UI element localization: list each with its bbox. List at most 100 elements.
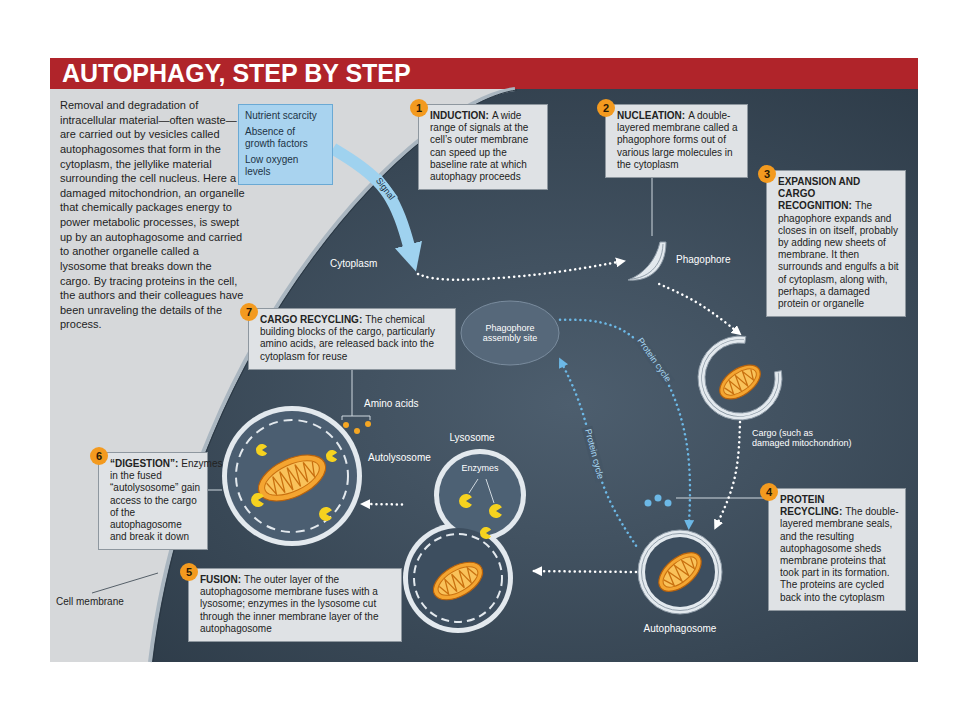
step-text: CARGO RECYCLING:The chemical building bl… xyxy=(260,314,449,363)
autolysosome-membrane xyxy=(222,406,362,546)
part-label: Cell membrane xyxy=(56,596,124,608)
phagophore-membrane xyxy=(628,242,666,280)
mitochondrion xyxy=(652,545,708,599)
membrane-layer xyxy=(631,244,663,279)
enzyme xyxy=(489,504,502,518)
stage-illustration xyxy=(696,334,784,422)
step-box: 7CARGO RECYCLING:The chemical building b… xyxy=(248,308,456,370)
connector xyxy=(560,359,636,545)
stage-label: Cargo (such as damaged mitochondrion) xyxy=(752,428,852,449)
mitochondrion-inner xyxy=(719,364,760,401)
stage-illustration xyxy=(624,238,668,284)
cristae xyxy=(722,366,757,397)
step-heading: “DIGESTION”: xyxy=(110,458,178,469)
step-box: 2NUCLEATION:A double-layered membrane ca… xyxy=(605,104,748,178)
stage-illustration xyxy=(402,449,534,634)
cytoplasm-panel xyxy=(50,89,918,662)
signal-item: Low oxygen levels xyxy=(245,154,326,178)
cristae xyxy=(264,457,319,499)
step-box: 1INDUCTION:A wide range of signals at th… xyxy=(418,104,548,190)
dotted-connector xyxy=(534,570,636,573)
step-description: Enzymes in the fused “autolysosome” gain… xyxy=(110,458,222,542)
callout-number: 6 xyxy=(90,447,108,465)
signal-box: Nutrient scarcityAbsence of growth facto… xyxy=(238,104,333,185)
inner-membrane xyxy=(236,420,348,532)
dotted-connector xyxy=(715,422,740,528)
autophagosome-lumen xyxy=(645,537,715,607)
signal-arrow xyxy=(333,149,410,250)
callout-number: 7 xyxy=(240,303,258,321)
step-description: The double-layered membrane seals, and t… xyxy=(780,506,899,602)
connector xyxy=(560,320,690,528)
enzyme xyxy=(256,444,267,456)
site-label: Phagophore assembly site xyxy=(474,323,546,344)
autophagosome-lumen xyxy=(408,528,508,628)
assembly-site: Phagophore assembly site xyxy=(460,300,560,366)
mitochondrion xyxy=(427,555,489,608)
lysosome-lumen xyxy=(439,454,521,536)
mitochondrion xyxy=(714,358,767,406)
cristae xyxy=(437,564,479,598)
connector xyxy=(715,422,740,528)
step-text: PROTEIN RECYCLING:The double-layered mem… xyxy=(780,494,899,604)
leader-line xyxy=(652,170,653,236)
step-box: 4PROTEIN RECYCLING:The double-layered me… xyxy=(768,488,906,611)
step-text: EXPANSION AND CARGO RECOGNITION:The phag… xyxy=(778,176,899,310)
step-heading: CARGO RECYCLING: xyxy=(260,314,362,325)
amino-acid-dot xyxy=(343,422,349,428)
mitochondrion-inner xyxy=(658,551,702,592)
enzyme xyxy=(459,494,472,508)
autophagosome-membrane xyxy=(638,530,722,614)
autophagosome-membrane xyxy=(403,523,513,633)
enzyme xyxy=(319,507,332,521)
dotted-connector xyxy=(560,359,636,545)
step-heading: NUCLEATION: xyxy=(617,110,685,121)
leader-line xyxy=(92,573,158,593)
mitochondrion-outer xyxy=(427,555,489,608)
step-text: FUSION:The outer layer of the autophagos… xyxy=(200,574,395,635)
step-box: 5FUSION:The outer layer of the autophago… xyxy=(188,568,402,642)
cargo-stage: Cargo (such as damaged mitochondrion) xyxy=(696,334,784,422)
callout-number: 1 xyxy=(410,99,428,117)
edge-label: Protein cycle xyxy=(633,334,674,386)
stage-label: Enzymes xyxy=(456,463,504,473)
callout-number: 4 xyxy=(760,483,778,501)
enzyme xyxy=(251,493,264,507)
step-heading: INDUCTION: xyxy=(430,110,489,121)
phagophore: Phagophore xyxy=(624,238,668,284)
connector xyxy=(362,504,402,506)
mitochondrion-inner xyxy=(260,453,325,502)
edge-label: Signal xyxy=(372,174,398,204)
stage-illustration xyxy=(636,528,724,616)
enzyme xyxy=(326,450,337,462)
callout-number: 2 xyxy=(597,99,615,117)
step-box: 3EXPANSION AND CARGO RECOGNITION:The pha… xyxy=(766,170,906,317)
fused-lysosome: LysosomeEnzymes xyxy=(402,449,534,634)
region-label: Cytoplasm xyxy=(330,258,377,270)
connector xyxy=(534,571,636,573)
step-heading: FUSION: xyxy=(200,574,241,585)
membrane-layer xyxy=(701,339,779,417)
stage-label: Lysosome xyxy=(442,432,502,444)
step-text: “DIGESTION”:Enzymes in the fused “autoly… xyxy=(110,458,201,543)
stage-illustration xyxy=(222,406,362,546)
amino-acid-dot xyxy=(354,428,360,434)
assembly-site-shape xyxy=(461,301,559,365)
stage-label: Phagophore xyxy=(676,254,746,266)
intro-text: Removal and degradation of intracellular… xyxy=(60,98,245,332)
edge-label: Protein cycle xyxy=(582,426,606,482)
signal-item: Absence of growth factors xyxy=(245,126,326,150)
step-heading: EXPANSION AND CARGO RECOGNITION: xyxy=(778,176,860,211)
protein-dot xyxy=(645,500,652,507)
ellipse-text: Phagophore assembly site xyxy=(474,300,546,366)
dotted-connector xyxy=(659,284,740,334)
mitochondrion-outer xyxy=(652,545,708,599)
protein-dot xyxy=(665,500,672,507)
dotted-connector xyxy=(362,503,402,506)
title-bar xyxy=(50,58,918,89)
dotted-connector xyxy=(418,261,624,280)
step-text: NUCLEATION:A double-layered membrane cal… xyxy=(617,110,741,171)
